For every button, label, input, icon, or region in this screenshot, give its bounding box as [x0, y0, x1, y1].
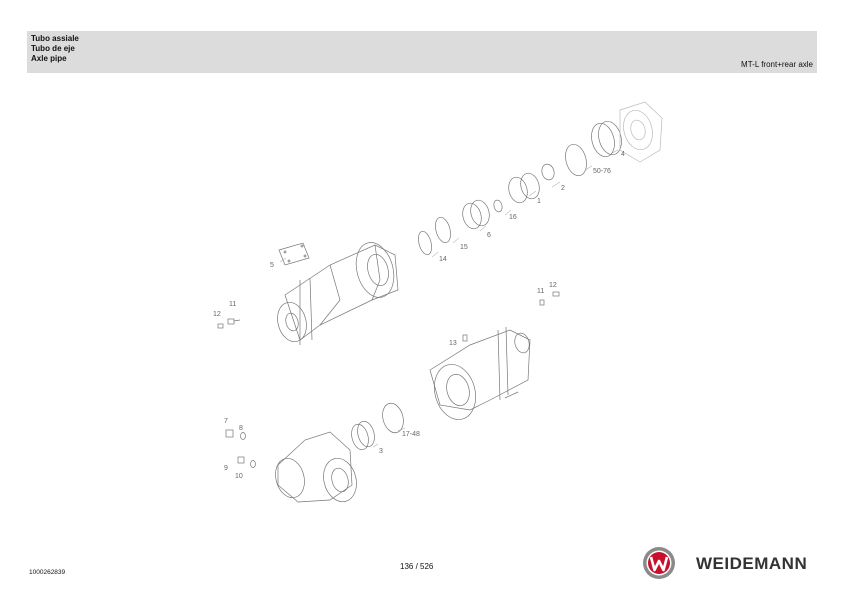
callout-7: 7	[224, 418, 228, 425]
header-bar: Tubo assiale Tubo de eje Axle pipe MT-L …	[27, 31, 817, 73]
callout-14: 14	[439, 256, 447, 263]
weidemann-logo-icon	[643, 547, 675, 579]
callout-2: 2	[561, 185, 565, 192]
upper-screw	[217, 318, 241, 329]
title-english: Axle pipe	[31, 54, 67, 63]
callout-17-48: 17-48	[402, 431, 420, 438]
title-italian: Tubo assiale	[31, 34, 79, 43]
callout-5: 5	[270, 262, 274, 269]
callout-4: 4	[621, 151, 625, 158]
upper-axle-tube	[277, 242, 399, 345]
lower-rings	[351, 402, 404, 451]
title-spanish: Tubo de eje	[31, 44, 75, 53]
callout-8: 8	[239, 425, 243, 432]
document-number: 1000262839	[29, 569, 66, 576]
callout-11b: 11	[537, 288, 544, 295]
callouts: 1 2 3 4 5 6 7 8 9 10 11 11 12 12 13 14 1…	[213, 151, 625, 480]
callout-12a: 12	[213, 311, 221, 318]
callout-16: 16	[509, 214, 517, 221]
brand-name: WEIDEMANN	[696, 554, 808, 573]
gear-carrier	[619, 101, 663, 163]
title-block: Tubo assiale Tubo de eje Axle pipe	[31, 34, 79, 64]
gasket-plate	[278, 242, 310, 266]
lower-hub	[275, 431, 357, 503]
callout-3: 3	[379, 448, 383, 455]
callout-12b: 12	[549, 282, 557, 289]
callout-10: 10	[235, 473, 243, 480]
callout-50-76: 50-76	[593, 168, 611, 175]
callout-11a: 11	[229, 301, 236, 308]
page-indicator: 136 / 526	[400, 562, 434, 571]
upper-rings	[418, 120, 622, 256]
small-fittings	[225, 291, 560, 468]
callout-1: 1	[537, 198, 541, 205]
leader-lines	[279, 149, 619, 448]
lower-axle-housing	[429, 326, 531, 420]
callout-15: 15	[460, 244, 468, 251]
callout-9: 9	[224, 465, 228, 472]
callout-6: 6	[487, 232, 491, 239]
callout-13: 13	[449, 340, 457, 347]
model-subtitle: MT-L front+rear axle	[741, 60, 813, 69]
